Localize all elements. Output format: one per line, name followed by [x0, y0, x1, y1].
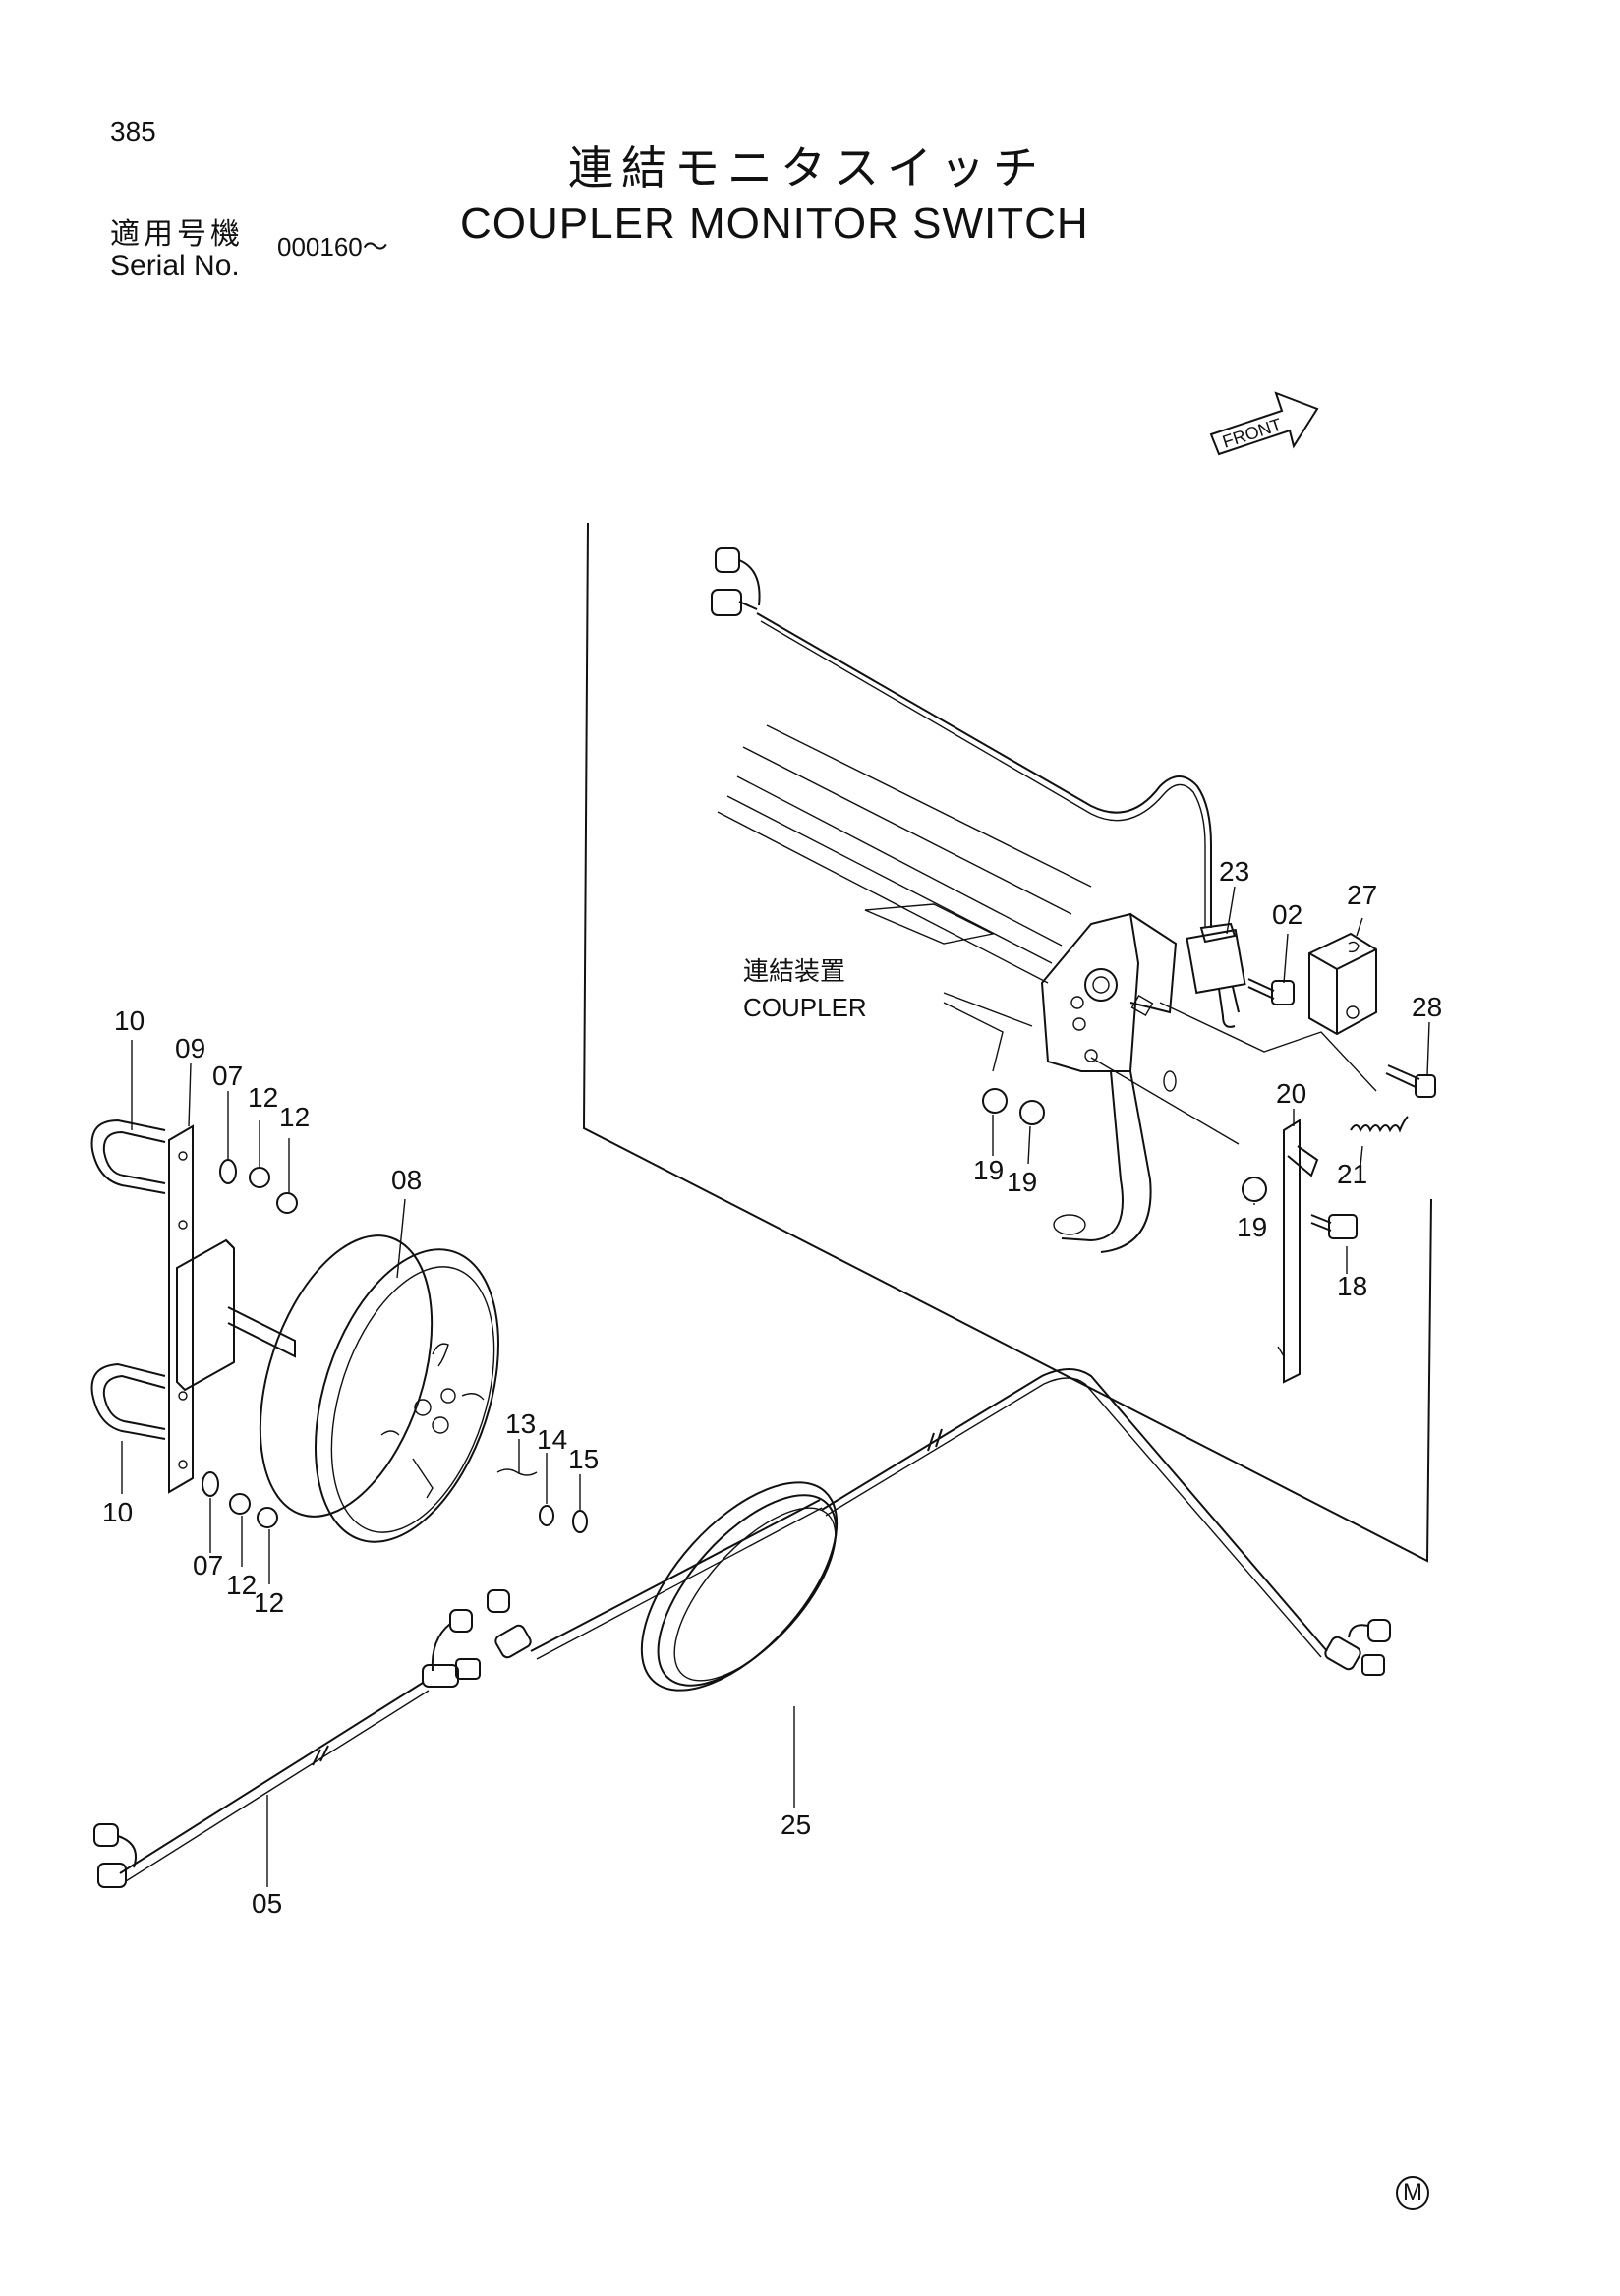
part-label-20: 20 — [1276, 1078, 1306, 1109]
coupler-bracket — [1040, 912, 1377, 1253]
part-label-27: 27 — [1347, 880, 1377, 910]
cable-05 — [93, 1499, 823, 1888]
serial-number-value: 000160～ — [277, 232, 388, 261]
part-label-12b: 12 — [279, 1102, 310, 1132]
bolt-28 — [1385, 1064, 1436, 1098]
serial-label-english: Serial No. — [110, 250, 240, 282]
u-bolt-10-top — [90, 1119, 166, 1194]
part-label-10b: 10 — [102, 1497, 133, 1527]
title-japanese: 連結モニタスイッチ — [568, 142, 1046, 195]
part-label-10a: 10 — [114, 1005, 145, 1036]
part-label-25: 25 — [781, 1809, 811, 1840]
leader-lines — [121, 886, 1430, 1887]
part-label-08: 08 — [391, 1165, 422, 1195]
part-label-23: 23 — [1219, 856, 1249, 887]
corner-mark: M — [1396, 2176, 1429, 2210]
part-label-09: 09 — [175, 1033, 205, 1063]
washers-nuts-left — [202, 1159, 298, 1528]
cable-reel-08 — [259, 1234, 499, 1543]
part-label-28: 28 — [1412, 992, 1442, 1022]
part-label-12a: 12 — [248, 1082, 278, 1113]
part-label-21: 21 — [1337, 1159, 1367, 1189]
title-english: COUPLER MONITOR SWITCH — [460, 200, 1089, 248]
part-label-18: 18 — [1337, 1271, 1367, 1301]
part-label-07a: 07 — [212, 1061, 243, 1091]
part-label-19b-text: 19 — [1007, 1167, 1037, 1197]
nut-19-group — [982, 1088, 1267, 1202]
harness-top-connectors — [711, 547, 761, 616]
monitor-switch — [1186, 922, 1246, 1028]
page-number: 385 — [110, 116, 156, 146]
spring-21 — [1350, 1116, 1409, 1133]
part-label-19c: 19 — [1237, 1212, 1267, 1242]
part-label-12c: 12 — [226, 1570, 257, 1600]
part-label-13: 13 — [505, 1408, 536, 1439]
part-label-07b: 07 — [193, 1550, 223, 1580]
front-arrow-icon: FRONT — [1209, 391, 1319, 456]
part-label-15: 15 — [568, 1444, 599, 1474]
coupler-label-japanese: 連結装置 — [743, 957, 846, 987]
part-label-14: 14 — [537, 1424, 567, 1455]
switch-cover — [1308, 932, 1377, 1036]
part-labels: 23 02 27 28 20 21 18 19 19 19 19 10 09 0… — [102, 856, 1442, 1919]
coupler-label-english: COUPLER — [743, 993, 867, 1022]
cable-25-coil — [640, 1368, 1391, 1692]
small-parts-13-15 — [496, 1468, 588, 1533]
u-bolt-10-bottom — [90, 1362, 166, 1440]
bolt-18 — [1310, 1214, 1358, 1239]
lever-20 — [1277, 1119, 1319, 1384]
bolt-02 — [1247, 978, 1295, 1005]
part-label-05: 05 — [252, 1888, 282, 1919]
part-label-19a: 19 — [973, 1155, 1004, 1185]
assembly-frame — [582, 522, 1432, 1563]
part-label-12d: 12 — [254, 1587, 284, 1618]
serial-label-japanese: 適用号機 — [110, 217, 244, 252]
coupler-beams — [717, 724, 1092, 1072]
mounting-bracket-09 — [168, 1124, 296, 1494]
part-label-02: 02 — [1272, 899, 1302, 930]
harness-cable-top — [756, 612, 1212, 928]
